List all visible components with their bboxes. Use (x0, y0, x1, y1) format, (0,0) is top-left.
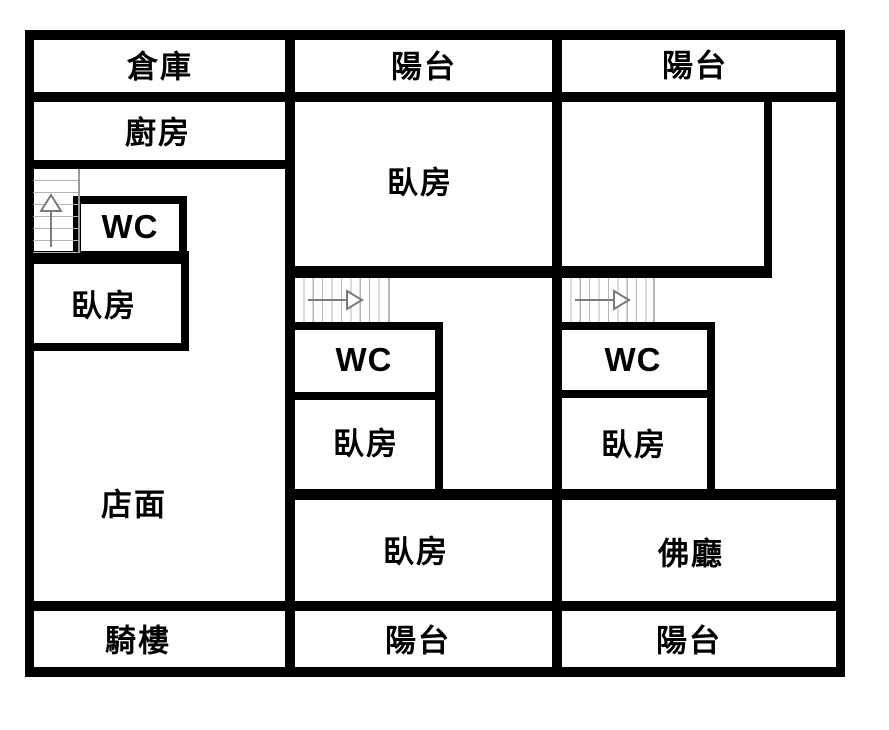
outer-wall-left (25, 30, 34, 677)
room-label-buddha-hall: 佛廳 (658, 536, 724, 572)
wall-kitchen-bottom (25, 160, 295, 169)
wall-lower-rooms-bottom (25, 601, 845, 611)
room-label-bedroom-middle-small: 臥房 (333, 426, 399, 462)
room-label-balcony-top-right: 陽台 (662, 48, 728, 84)
room-label-balcony-bottom-right: 陽台 (656, 623, 722, 659)
right-unlabeled-room-wall (764, 97, 772, 278)
wall-top-row-bottom (25, 92, 845, 102)
wall-upper-rooms-bottom (285, 266, 772, 278)
right-wc-bedroom-divider (557, 390, 715, 398)
left-wc-bedroom-divider (25, 251, 189, 264)
outer-wall-top (25, 30, 845, 40)
middle-wc-wall-top (295, 322, 443, 330)
room-label-wc-middle: WC (335, 341, 393, 378)
wall-lower-rooms-top (285, 489, 845, 500)
stair-right-arrow-right-icon (575, 289, 631, 311)
left-bedroom-wall-bottom (25, 343, 189, 351)
room-label-bedroom-left: 臥房 (71, 288, 137, 324)
unit-divider-left (285, 30, 295, 677)
room-label-balcony-bottom-middle: 陽台 (385, 623, 451, 659)
room-label-wc-left: WC (101, 208, 159, 245)
outer-wall-right (836, 30, 845, 677)
left-bedroom-wall-right (181, 251, 189, 351)
right-wc-wall-top (557, 322, 715, 330)
outer-wall-bottom (25, 667, 845, 677)
room-label-bedroom-middle-lower: 臥房 (383, 534, 449, 570)
room-label-balcony-top-middle: 陽台 (391, 49, 457, 85)
room-label-storefront: 店面 (101, 487, 167, 523)
left-wc-wall-right (179, 196, 187, 258)
room-label-storage: 倉庫 (127, 49, 193, 85)
left-wc-wall-top (73, 196, 187, 204)
middle-wc-bedroom-divider (295, 392, 443, 400)
stair-up-arrow-icon (39, 193, 63, 247)
right-block-wall-right (707, 322, 715, 500)
room-label-bedroom-right-small: 臥房 (601, 427, 667, 463)
room-label-arcade: 騎樓 (105, 623, 171, 659)
unit-divider-right (552, 30, 562, 677)
room-label-bedroom-middle-large: 臥房 (387, 165, 453, 201)
middle-block-wall-right (435, 322, 443, 500)
stair-right-arrow-middle-icon (308, 289, 364, 311)
room-label-kitchen: 廚房 (125, 115, 191, 151)
room-label-wc-right: WC (604, 341, 662, 378)
